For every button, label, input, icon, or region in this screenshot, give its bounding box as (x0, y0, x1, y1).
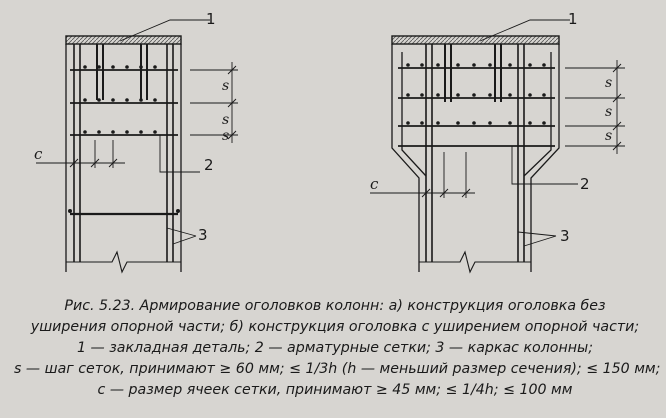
left-leader-2 (159, 135, 200, 173)
left-callout-3: 3 (198, 226, 208, 244)
left-column-outline (65, 44, 182, 272)
left-dim-s-label-1: s (222, 78, 229, 94)
right-dim-s-label-3: s (605, 128, 612, 144)
left-mesh-dots (68, 65, 180, 213)
left-dim-c-label: c (34, 145, 43, 163)
right-callout-1: 1 (568, 10, 578, 28)
right-cage-bars (425, 44, 525, 262)
right-callout-3: 3 (560, 227, 570, 245)
left-callout-1: 1 (206, 10, 216, 28)
right-mesh-lines (398, 67, 555, 147)
right-callout-2: 2 (580, 175, 590, 193)
left-cage-bars (73, 44, 174, 262)
right-dim-s-label-2: s (605, 104, 612, 120)
right-leader-2 (511, 146, 578, 185)
left-mesh-lines (70, 69, 178, 216)
left-anchor-bars (96, 44, 148, 100)
right-column-outline (391, 44, 560, 272)
left-column-diagram (36, 19, 238, 274)
right-bent-bars (401, 52, 552, 177)
right-dimension-s (565, 60, 625, 154)
right-dim-s-label-1: s (605, 75, 612, 91)
right-dim-c-label: c (370, 175, 379, 193)
caption-line-4: s — шаг сеток, принимают ≥ 60 мм; ≤ 1/3h… (14, 361, 661, 377)
caption-line-5: с — размер ячеек сетки, принимают ≥ 45 м… (97, 382, 573, 398)
right-column-diagram (370, 19, 625, 274)
caption-line-1: Рис. 5.23. Армирование оголовков колонн:… (64, 298, 606, 314)
right-embedded-plate (391, 35, 560, 45)
right-leader-1 (479, 19, 570, 42)
caption-line-2: уширения опорной части; б) конструкция о… (30, 319, 640, 335)
left-dim-s-label-2: s (222, 112, 229, 128)
column-head-reinforcement-diagram: 1 2 3 c s s s (34, 10, 625, 274)
right-mesh-dots (406, 63, 546, 125)
left-leader-3 (166, 227, 197, 245)
right-leader-3 (517, 231, 557, 247)
left-dimension-s (190, 62, 238, 143)
left-leader-1 (119, 19, 210, 42)
left-callout-2: 2 (204, 156, 214, 174)
right-dimension-c (370, 152, 475, 198)
left-break-line (66, 250, 181, 274)
right-anchor-bars (444, 44, 502, 102)
caption-line-3: 1 — закладная деталь; 2 — арматурные сет… (76, 340, 594, 356)
left-dim-s-label-3: s (222, 128, 229, 144)
left-dimension-c (36, 140, 125, 168)
figure-caption: Рис. 5.23. Армирование оголовков колонн:… (14, 296, 661, 401)
right-break-line (419, 250, 531, 274)
